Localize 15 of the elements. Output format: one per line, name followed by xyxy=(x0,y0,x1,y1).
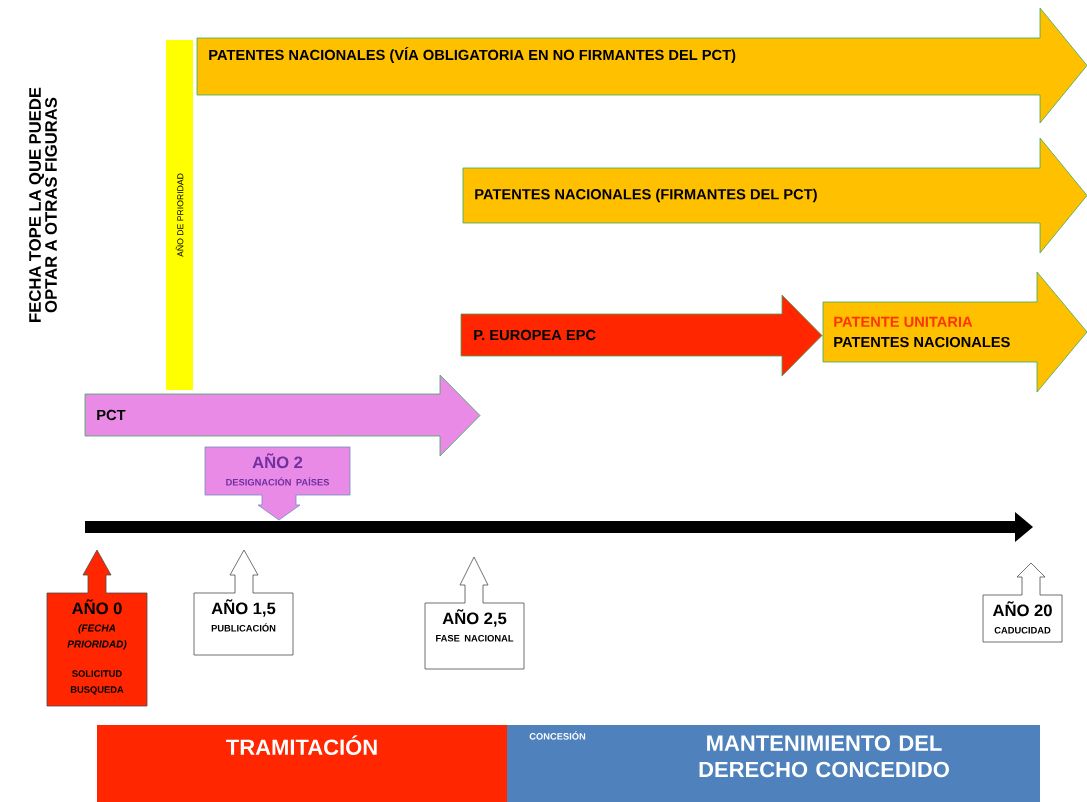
node-label: CONCESIÓN xyxy=(529,731,586,740)
callout-box: AÑO 1,5 PUBLICACIÓN xyxy=(193,549,294,656)
arrow-band: PATENTES NACIONALES (FIRMANTES DEL PCT) xyxy=(462,137,1087,254)
node-label: MANTENIMIENTO DEL DERECHO CONCEDIDO xyxy=(699,735,949,778)
side-note: FECHA TOPE LA QUE PUEDE OPTAR A OTRAS FIGURAS xyxy=(29,87,57,322)
callout-box: AÑO 2,5 FASE NACIONAL xyxy=(424,556,525,670)
callout-box: AÑO 20 CADUCIDAD xyxy=(982,562,1063,643)
arrow-band: P. EUROPEA EPC xyxy=(460,294,823,377)
phase-band: TRAMITACIÓN xyxy=(97,725,507,802)
arrow-band: PATENTES NACIONALES (VÍA OBLIGATORIA EN NO FIRMANTES DEL PCT) xyxy=(196,7,1087,124)
arrow-band: PATENTE UNITARIA PATENTES NACIONALES xyxy=(822,271,1087,393)
phase-band: CONCESIÓN xyxy=(507,725,608,802)
callout-box: AÑO 0 (FECHA PRIORIDAD) SOLICITUD BUSQUEDA xyxy=(46,549,148,707)
priority-bar: AÑO DE PRIORIDAD xyxy=(166,40,193,390)
callout-box: AÑO 2 DESIGNACIÓN PAÍSES xyxy=(204,446,351,521)
